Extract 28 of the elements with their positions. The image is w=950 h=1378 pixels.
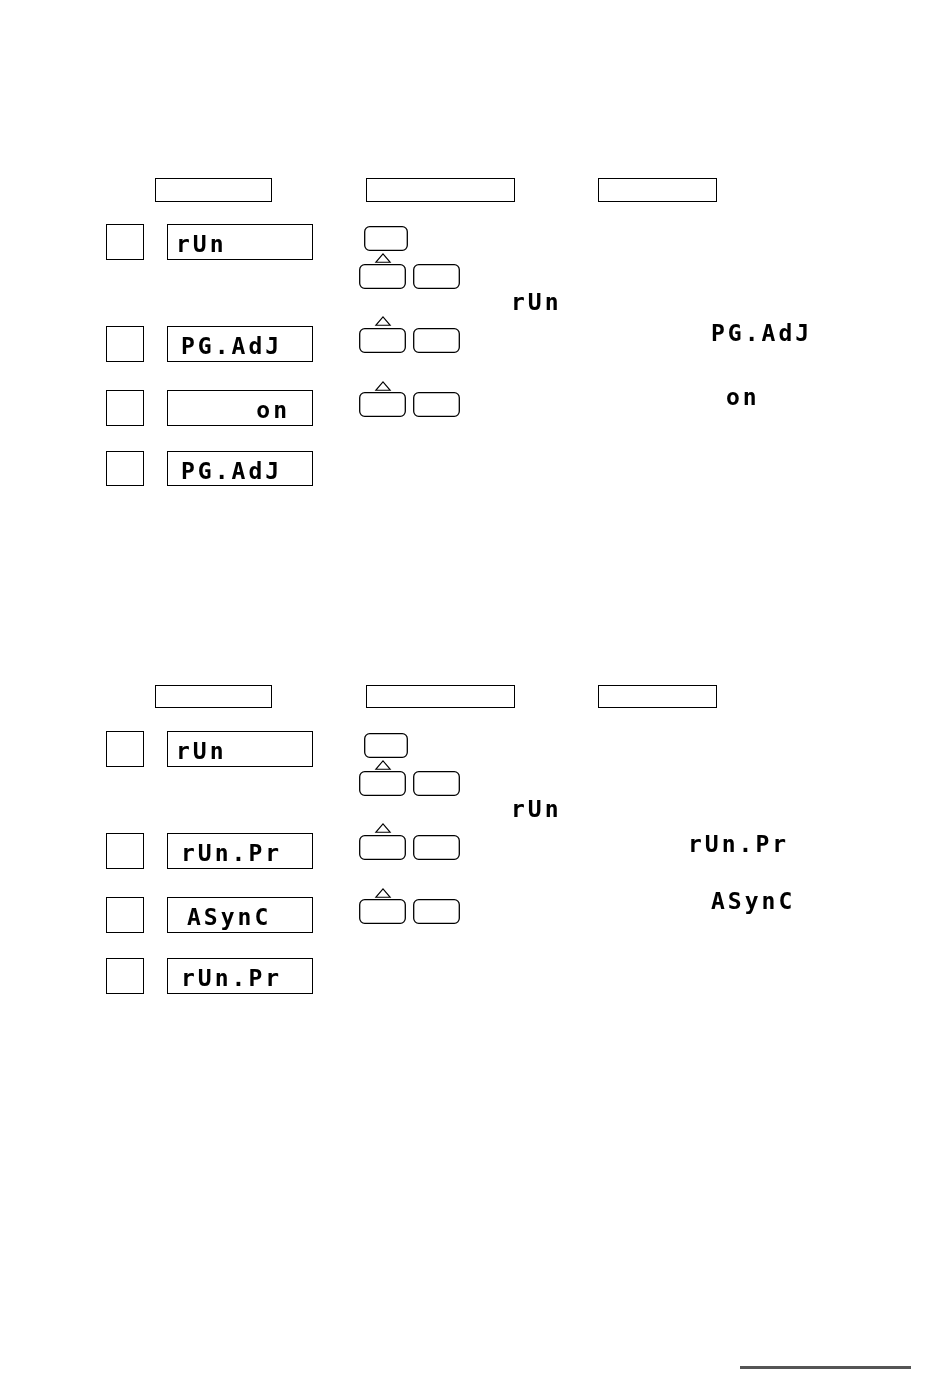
lcd-display: ASynC [167, 897, 313, 933]
table-header-box [598, 178, 717, 202]
display-text: rUn.Pr [688, 833, 790, 856]
lcd-display: rUn.Pr [167, 833, 313, 869]
step-number-box [106, 833, 144, 869]
lcd-display: PG.AdJ [167, 451, 313, 486]
step-number-box [106, 326, 144, 362]
display-text: rUn [511, 798, 562, 821]
lcd-display: on [167, 390, 313, 426]
step-number-box [106, 390, 144, 426]
table-header-box [155, 178, 272, 202]
lcd-display: PG.AdJ [167, 326, 313, 362]
display-text: PG.AdJ [711, 322, 813, 345]
lcd-display: rUn [167, 224, 313, 260]
table-header-box [366, 685, 515, 708]
step-number-box [106, 731, 144, 767]
step-number-box [106, 451, 144, 486]
table-header-box [598, 685, 717, 708]
step-number-box [106, 958, 144, 994]
table-header-box [366, 178, 515, 202]
step-number-box [106, 224, 144, 260]
table-header-box [155, 685, 272, 708]
display-text: on [726, 386, 760, 409]
step-number-box [106, 897, 144, 933]
lcd-display: rUn.Pr [167, 958, 313, 994]
lcd-display: rUn [167, 731, 313, 767]
display-text: rUn [511, 291, 562, 314]
display-text: ASynC [711, 890, 796, 913]
